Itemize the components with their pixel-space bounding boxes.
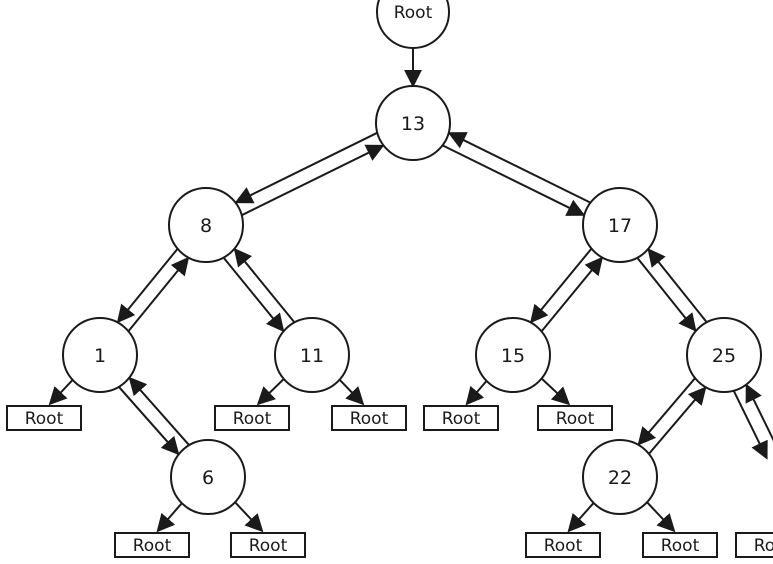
leaf-label-leaf-11-left: Root bbox=[233, 409, 272, 429]
leaf-label-leaf-6-left: Root bbox=[133, 536, 172, 556]
edge-n11-to-n8 bbox=[233, 247, 295, 323]
node-circle-1 bbox=[62, 317, 138, 393]
leaf-box-leaf-15-left bbox=[423, 405, 499, 431]
leaf-box-leaf-1-left bbox=[6, 405, 82, 431]
edge-n11-leaf-11-right bbox=[338, 378, 365, 406]
node-label-1: 1 bbox=[94, 345, 106, 367]
node-circle-15 bbox=[475, 317, 551, 393]
node-label-25: 25 bbox=[712, 345, 736, 367]
edge-n6-leaf-6-right bbox=[234, 501, 264, 533]
edge-n25-to-n17 bbox=[647, 248, 708, 323]
edge-n11-leaf-11-left bbox=[256, 378, 285, 406]
leaf-label-leaf-22-right: Root bbox=[661, 536, 700, 556]
leaf-box-leaf-22-right bbox=[642, 532, 718, 558]
edge-n22-leaf-22-left bbox=[567, 502, 595, 533]
edge-n8-to-n1 bbox=[116, 248, 178, 324]
node-label-15: 15 bbox=[501, 345, 525, 367]
node-circle-13 bbox=[375, 85, 451, 161]
edge-n17-to-n15 bbox=[529, 248, 592, 324]
leaf-label-leaf-15-left: Root bbox=[442, 409, 481, 429]
edge-n15-leaf-15-left bbox=[465, 380, 488, 406]
edge-n8-to-n11 bbox=[223, 257, 285, 333]
edge-n1-leaf-1-left bbox=[48, 379, 74, 406]
edge-n22-to-n25 bbox=[648, 386, 707, 455]
leaf-label-leaf-22-left: Root bbox=[544, 536, 583, 556]
leaf-box-leaf-11-left bbox=[214, 405, 290, 431]
root-pointer-circle bbox=[376, 0, 450, 49]
node-circle-22 bbox=[582, 439, 658, 515]
edge-n13-to-n17 bbox=[442, 144, 586, 216]
edge-n13-to-n8 bbox=[234, 132, 378, 204]
node-label-11: 11 bbox=[300, 345, 324, 367]
leaf-box-leaf-6-right bbox=[230, 532, 306, 558]
leaf-label-leaf-15-right: Root bbox=[556, 409, 595, 429]
node-circle-8 bbox=[168, 187, 244, 263]
node-label-17: 17 bbox=[608, 215, 632, 237]
node-label-8: 8 bbox=[200, 215, 212, 237]
node-label-6: 6 bbox=[202, 467, 214, 489]
node-circle-6 bbox=[170, 439, 246, 515]
edge-n25-to-offscreen bbox=[733, 390, 768, 460]
node-circle-11 bbox=[274, 317, 350, 393]
edge-n15-leaf-15-right bbox=[540, 377, 571, 406]
leaf-box-leaf-11-right bbox=[331, 405, 407, 431]
edge-n1-to-n6 bbox=[118, 386, 180, 456]
edge-n1-to-n8 bbox=[128, 256, 190, 332]
leaf-label-leaf-6-right: Root bbox=[249, 536, 288, 556]
edges bbox=[48, 48, 773, 533]
edge-n25-to-n22 bbox=[637, 377, 696, 446]
node-label-13: 13 bbox=[401, 113, 425, 135]
node-label-22: 22 bbox=[608, 467, 632, 489]
edge-n17-to-n25 bbox=[636, 257, 697, 332]
leaf-box-leaf-6-left bbox=[114, 532, 190, 558]
edge-n8-to-n13 bbox=[241, 144, 385, 216]
leaf-box-leaf-25-right-child bbox=[735, 532, 773, 558]
edge-n17-to-n13 bbox=[447, 132, 591, 204]
edge-n15-to-n17 bbox=[541, 256, 604, 332]
edge-n6-to-n1 bbox=[128, 376, 190, 446]
node-circle-25 bbox=[686, 317, 762, 393]
edge-offscreen-to-n25 bbox=[745, 383, 773, 442]
root-pointer-label: Root bbox=[394, 3, 433, 23]
leaf-box-leaf-22-left bbox=[525, 532, 601, 558]
edge-n22-leaf-22-right bbox=[646, 501, 676, 533]
node-circle-17 bbox=[582, 187, 658, 263]
edge-n6-leaf-6-left bbox=[156, 502, 183, 533]
leaf-label-leaf-1-left: Root bbox=[25, 409, 64, 429]
leaf-label-leaf-25-right-child: Root bbox=[754, 536, 773, 556]
leaf-box-leaf-15-right bbox=[537, 405, 613, 431]
leaf-label-leaf-11-right: Root bbox=[350, 409, 389, 429]
